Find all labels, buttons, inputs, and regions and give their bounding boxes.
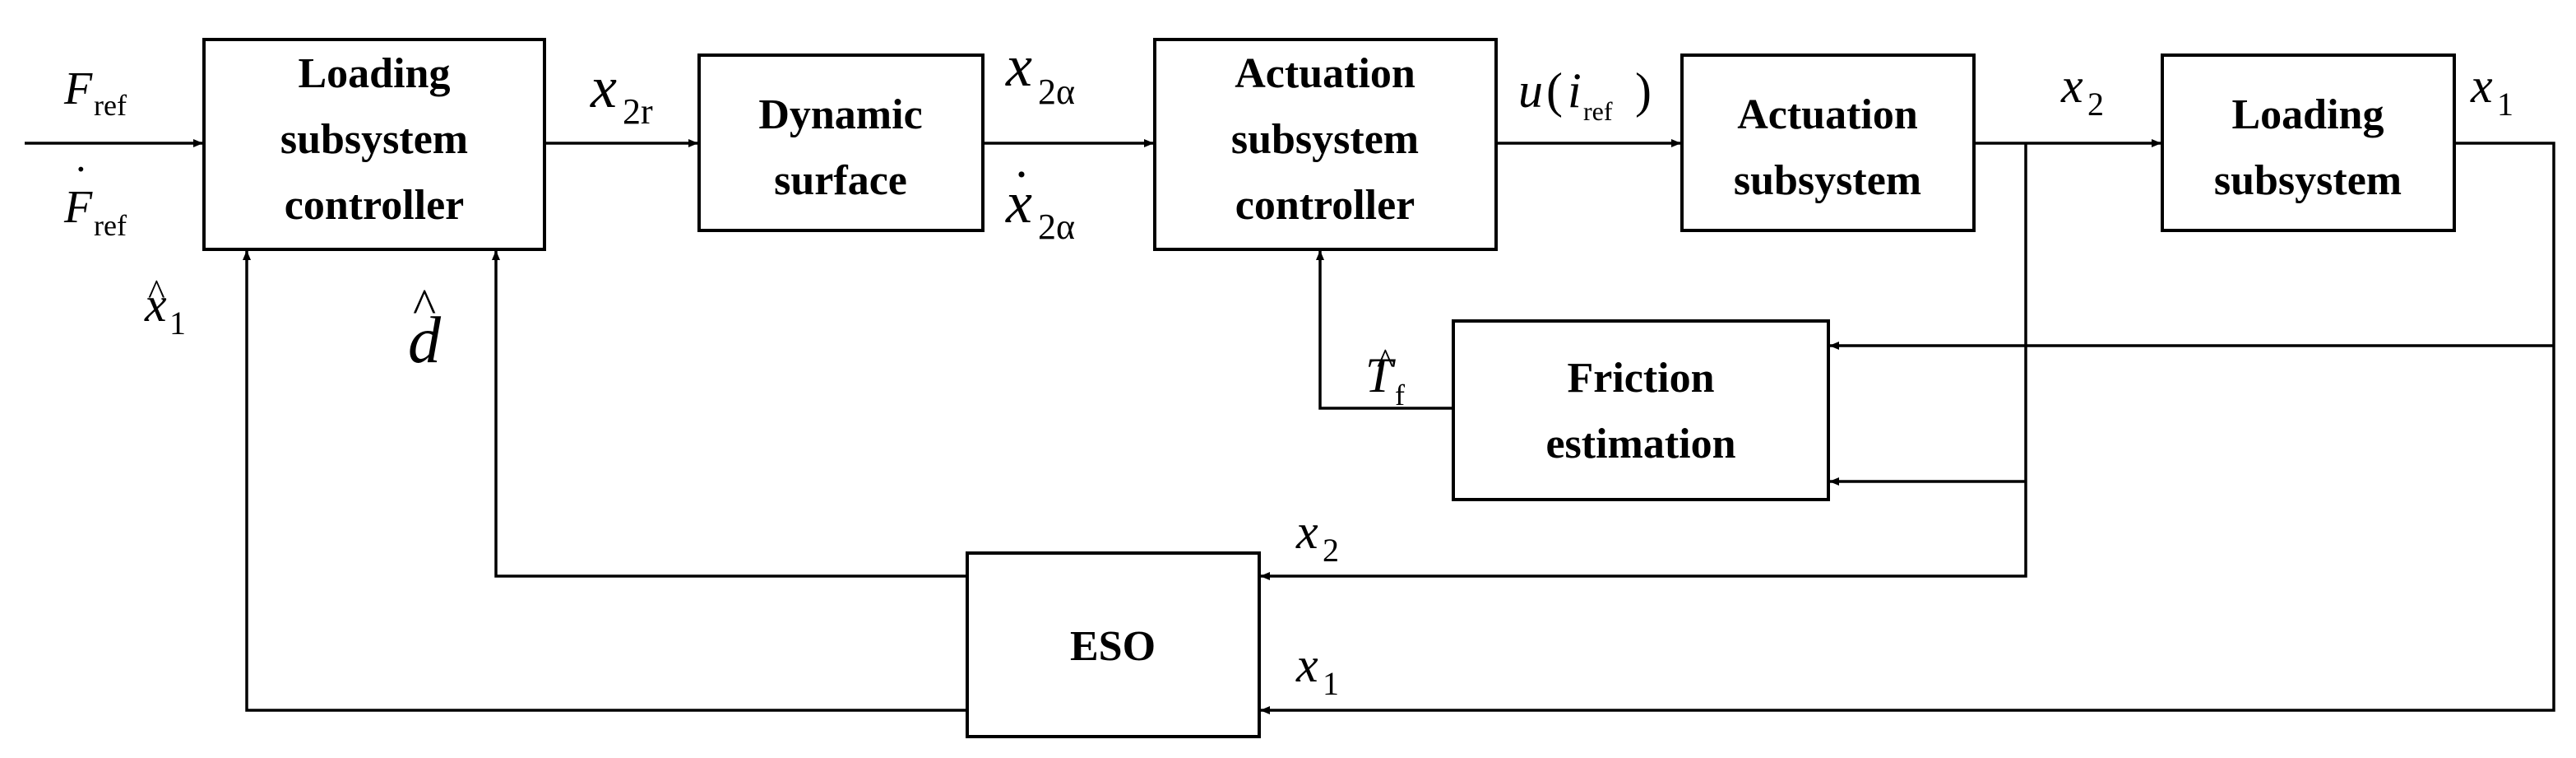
label-symbol: x	[144, 277, 167, 332]
block-text-line: ESO	[1070, 623, 1156, 670]
label-subscript: 1	[169, 305, 186, 342]
block-friction-estimation: Friction estimation	[1452, 319, 1830, 501]
block-dynamic-surface: Dynamic surface	[697, 53, 985, 232]
block-text-line: Dynamic	[758, 91, 922, 138]
label-subscript: f	[1395, 379, 1405, 412]
block-text-line: subsystem	[2214, 157, 2402, 204]
label-symbol: F	[63, 182, 93, 233]
block-text-line: Actuation	[1235, 50, 1415, 97]
block-eso: ESO	[966, 551, 1261, 738]
block-loading-subsystem: Loading subsystem	[2161, 53, 2456, 232]
label-subscript: 2r	[623, 91, 653, 132]
label-hat: ^	[413, 279, 436, 333]
signal-wires	[25, 139, 2555, 714]
wire-friction-estimate	[1316, 250, 1453, 410]
label-F-ref-dot: · F ref	[63, 146, 127, 242]
label-x1-hat: ^ x 1	[144, 272, 186, 342]
label-symbol: d	[408, 305, 442, 377]
label-symbol: F	[63, 63, 93, 114]
block-text-line: Loading	[299, 50, 451, 97]
block-text-line: subsystem	[1231, 116, 1419, 163]
label-subscript: 2α	[1038, 207, 1075, 247]
label-x2-eso: x 2	[1295, 505, 1339, 569]
label-hat: ^	[1377, 342, 1394, 382]
label-subscript: 2α	[1038, 72, 1075, 112]
label-x1-top: x 1	[2470, 58, 2513, 123]
label-x1-eso: x 1	[1295, 638, 1339, 702]
label-u-iref: u ( i ref )	[1518, 63, 1652, 126]
wire-x1-hat	[243, 250, 967, 712]
block-text-line: subsystem	[280, 116, 468, 163]
label-x2r: x 2r	[590, 54, 653, 132]
block-text-line: Actuation	[1737, 91, 1918, 138]
block-text-line: subsystem	[1734, 157, 1921, 204]
block-loading-subsystem-controller: Loading subsystem controller	[202, 38, 546, 251]
label-symbol: u	[1518, 63, 1543, 118]
label-symbol: x	[590, 54, 617, 120]
wire-x2-feedback-eso	[1260, 143, 2027, 580]
wire-x1-feedback-eso	[1260, 142, 2555, 714]
block-text-line: Loading	[2232, 91, 2384, 138]
label-symbol: x	[1295, 505, 1318, 559]
label-x2alpha: x 2α	[1005, 33, 1075, 112]
label-F-ref: F ref	[63, 63, 127, 122]
block-text-line: Friction	[1567, 355, 1714, 402]
label-hat: ^	[148, 272, 165, 313]
label-symbol: T	[1365, 348, 1396, 402]
label-subscript: 2	[2087, 86, 2104, 123]
label-symbol: i	[1568, 63, 1582, 118]
label-subscript: 1	[2497, 86, 2513, 123]
label-d-hat: ^ d	[408, 279, 442, 377]
label-paren: )	[1635, 63, 1652, 118]
label-subscript: ref	[1583, 96, 1613, 126]
label-symbol: x	[2060, 58, 2083, 113]
block-actuation-subsystem-controller: Actuation subsystem controller	[1153, 38, 1498, 251]
label-symbol: x	[2470, 58, 2493, 113]
block-actuation-subsystem: Actuation subsystem	[1680, 53, 1976, 232]
label-paren: (	[1546, 63, 1563, 118]
label-subscript: 1	[1323, 665, 1339, 702]
label-x2alpha-dot: · x 2α	[1005, 147, 1075, 247]
label-subscript: ref	[94, 89, 127, 122]
label-x2-top: x 2	[2060, 58, 2104, 123]
label-dot: ·	[74, 146, 88, 192]
block-text-line: controller	[1235, 182, 1415, 229]
label-subscript: ref	[94, 209, 127, 242]
label-dot: ·	[1013, 147, 1030, 202]
label-Tf-hat: ^ T f	[1365, 342, 1405, 412]
label-symbol: x	[1005, 33, 1032, 99]
label-symbol: x	[1295, 638, 1318, 692]
wire-d-hat	[492, 250, 967, 578]
block-text-line: surface	[774, 157, 907, 204]
label-subscript: 2	[1323, 532, 1339, 569]
label-symbol: x	[1005, 170, 1032, 235]
block-text-line: estimation	[1545, 421, 1735, 467]
block-text-line: controller	[285, 182, 465, 229]
